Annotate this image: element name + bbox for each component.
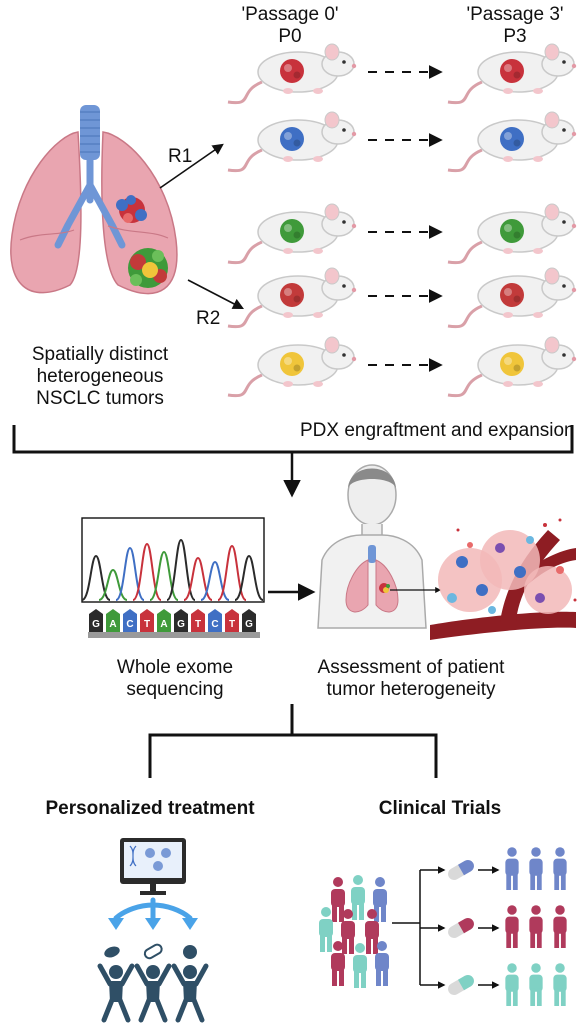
dna-base-tag [225, 609, 239, 632]
cheering-patient [171, 963, 209, 1023]
mouse-p3 [447, 111, 577, 173]
dna-base-tag [89, 609, 103, 632]
chromatogram-peak [234, 554, 264, 601]
dna-base-tag [242, 609, 256, 632]
clinical-trials-title: Clinical Trials [378, 798, 502, 819]
arm-participant [553, 847, 567, 890]
trial-participant [365, 909, 379, 954]
dna-base-tag [123, 609, 137, 632]
arm-participant [505, 963, 519, 1006]
dna-base-tag [157, 609, 171, 632]
dna-base-letter: T [144, 619, 150, 630]
pdx-label: PDX engraftment and expansion [300, 420, 575, 441]
computer-monitor [120, 838, 186, 895]
capsule-icon [448, 860, 474, 880]
trial-arms [392, 866, 500, 989]
dna-base-tag [208, 609, 222, 632]
cheering-patient [97, 963, 135, 1023]
tumor-cluster-r1 [116, 195, 147, 223]
mouse-p0 [227, 111, 357, 173]
pill-icon [104, 946, 120, 958]
dna-base-tag [174, 609, 188, 632]
trial-participant [353, 943, 367, 988]
r1-label: R1 [168, 146, 193, 167]
dna-base-letter: A [109, 619, 116, 630]
mouse-p0 [227, 203, 357, 265]
arm-participant [529, 905, 543, 948]
tablet-icon [183, 945, 197, 959]
mouse-p3 [447, 336, 577, 398]
lungs-illustration [10, 105, 178, 295]
dna-base-letter: A [160, 619, 167, 630]
dna-base-tag [140, 609, 154, 632]
mouse-p0 [227, 267, 357, 329]
dna-base-letter: G [245, 619, 253, 630]
trial-participant [319, 907, 333, 952]
capsule-icon [448, 975, 474, 995]
r1-arrow [159, 143, 224, 189]
trial-participant [375, 941, 389, 986]
trial-participant [331, 877, 345, 922]
arm-participant [529, 847, 543, 890]
cheering-patient [134, 963, 172, 1023]
passage0-label: 'Passage 0'P0 [241, 4, 339, 47]
tumor-microenvironment [430, 518, 577, 640]
dna-base-tag [106, 609, 120, 632]
trial-arm-groups [505, 847, 567, 1006]
dna-base-letter: G [92, 619, 100, 630]
trial-participant [331, 941, 345, 986]
arm-participant [553, 905, 567, 948]
r2-arrow [187, 279, 244, 310]
dna-base-letter: C [211, 619, 218, 630]
arm-participant [529, 963, 543, 1006]
pdx-mice [227, 43, 577, 398]
mouse-p3 [447, 267, 577, 329]
arm-participant [505, 905, 519, 948]
passage3-label: 'Passage 3'P3 [466, 4, 564, 47]
pills [448, 860, 474, 995]
dna-base-letter: G [177, 619, 185, 630]
mouse-p3 [447, 43, 577, 105]
dna-base-tag [191, 609, 205, 632]
patient-figure [317, 464, 442, 629]
dna-base-letter: T [195, 619, 201, 630]
capsule-icon [143, 943, 163, 960]
trial-participant [351, 875, 365, 920]
dna-base-letter: C [126, 619, 133, 630]
arm-participant [505, 847, 519, 890]
treated-patients [97, 943, 209, 1023]
mouse-p0 [227, 43, 357, 105]
branch-arrows [113, 897, 193, 923]
arm-participant [553, 963, 567, 1006]
capsule-icon [448, 918, 474, 938]
trial-participant [341, 909, 355, 954]
personalized-treatment-title: Personalized treatment [45, 798, 255, 819]
mouse-p3 [447, 203, 577, 265]
chromatogram-peak [98, 568, 128, 601]
dna-base-letter: T [229, 619, 235, 630]
patient-crowd [319, 875, 389, 988]
mouse-p0 [227, 336, 357, 398]
tumor-cluster-r2 [128, 248, 168, 288]
outcome-bracket [148, 704, 438, 778]
r2-label: R2 [196, 308, 221, 329]
